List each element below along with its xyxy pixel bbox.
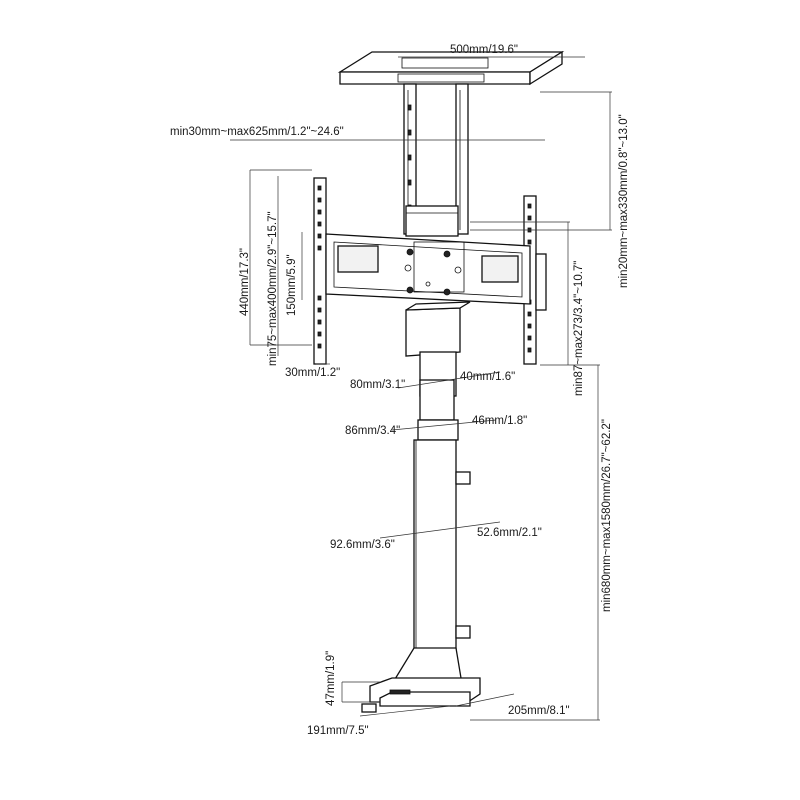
label-top-plate-width: 500mm/19.6" — [450, 44, 518, 56]
label-plate-150: 150mm/5.9" — [286, 254, 298, 316]
label-middle-tube-depth: 46mm/1.8" — [472, 415, 527, 427]
label-middle-tube-width: 86mm/3.4" — [345, 425, 400, 437]
label-arm-width-range: min30mm~max625mm/1.2"~24.6" — [170, 126, 344, 138]
label-top-height-range: min20mm~max330mm/0.8"~13.0" — [618, 114, 630, 288]
base — [361, 647, 481, 713]
label-base-depth: 205mm/8.1" — [508, 705, 570, 717]
label-lower-tube-width: 92.6mm/3.6" — [330, 539, 395, 551]
label-lower-tube-depth: 52.6mm/2.1" — [477, 527, 542, 539]
dimension-lines — [230, 56, 612, 721]
column — [405, 301, 471, 666]
label-arm-depth: 30mm/1.2" — [285, 367, 340, 379]
label-base-height: 47mm/1.9" — [325, 651, 337, 706]
upper-posts — [403, 83, 469, 237]
left-rail — [313, 177, 327, 365]
dimension-labels: 500mm/19.6" min20mm~max330mm/0.8"~13.0" … — [170, 44, 630, 737]
label-vesa-range: min75~max400mm/2.9"~15.7" — [267, 211, 279, 366]
label-upper-tube-depth: 40mm/1.6" — [460, 371, 515, 383]
label-mount-offset: min87~max273/3.4"~10.7" — [573, 261, 585, 396]
label-total-height-range: min680mm~max1580mm/26.7"~62.2" — [601, 419, 613, 612]
label-bracket-height: 440mm/17.3" — [239, 248, 251, 316]
mounting-bracket — [325, 233, 531, 305]
label-base-width: 191mm/7.5" — [307, 725, 369, 737]
label-upper-tube-width: 80mm/3.1" — [350, 379, 405, 391]
